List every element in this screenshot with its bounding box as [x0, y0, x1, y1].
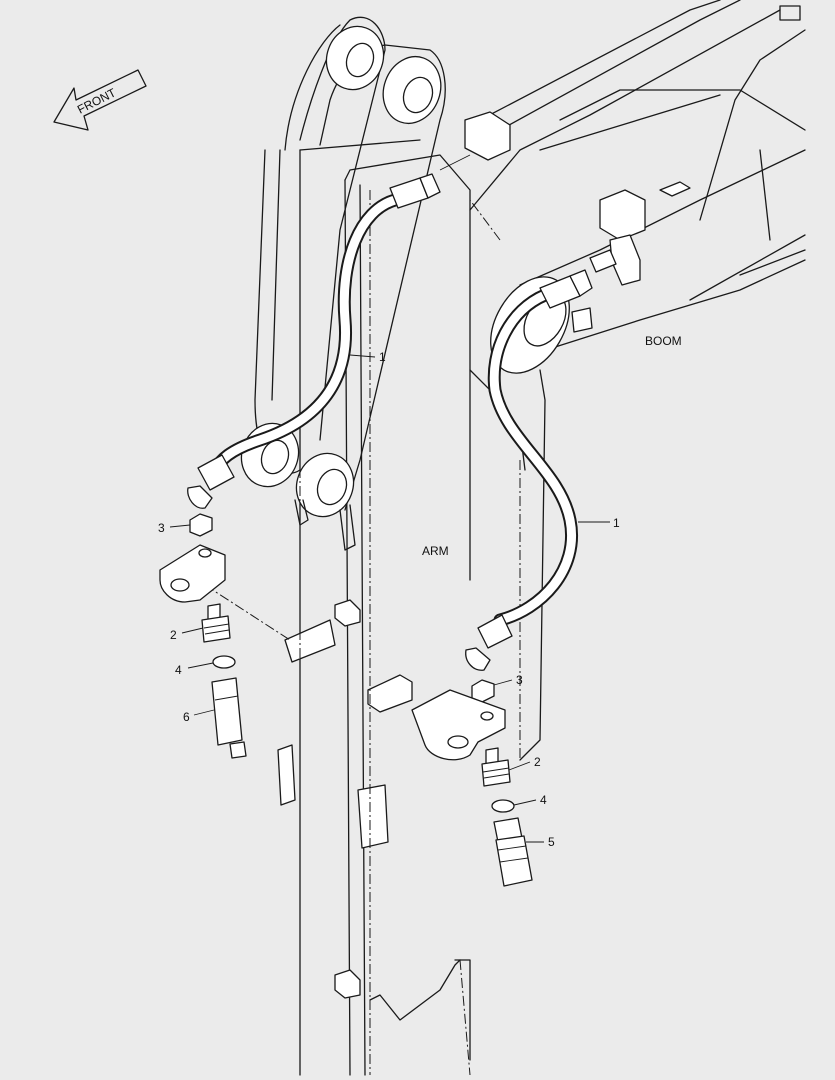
boom-structure: BOOM — [464, 0, 806, 374]
callout-adapter-left: 2 — [170, 628, 177, 642]
callout-adapter-right: 2 — [534, 755, 541, 769]
callout-oring-left: 4 — [175, 663, 182, 677]
callouts: 1 1 3 3 2 2 4 4 6 5 — [158, 350, 620, 849]
callout-oring-right: 4 — [540, 793, 547, 807]
callout-nut-right: 3 — [516, 673, 523, 687]
left-hose-assembly — [159, 154, 471, 759]
boom-label: BOOM — [645, 334, 682, 348]
callout-nut-left: 3 — [158, 521, 165, 535]
callout-hose-left: 1 — [379, 350, 386, 364]
front-arrow: FRONT — [53, 69, 147, 131]
callout-fitting-left: 6 — [183, 710, 190, 724]
callout-fitting-right: 5 — [548, 835, 555, 849]
right-hose-assembly — [411, 249, 617, 887]
arm-label: ARM — [422, 544, 449, 558]
callout-hose-right: 1 — [613, 516, 620, 530]
